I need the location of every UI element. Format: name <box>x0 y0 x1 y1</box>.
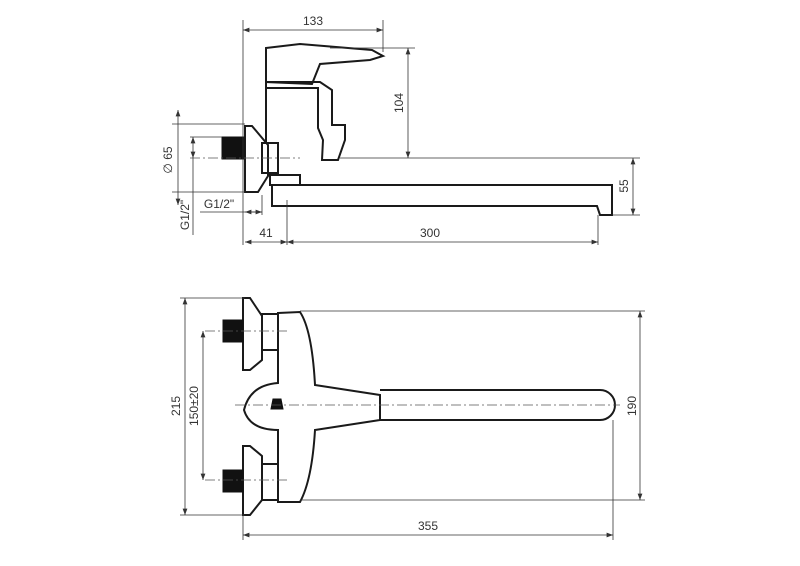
dim-133: 133 <box>303 14 323 28</box>
thread-inlet <box>221 136 245 160</box>
dim-104: 104 <box>392 93 406 113</box>
body-lower <box>265 82 301 185</box>
dim-diameter-65: ∅ 65 <box>161 146 175 173</box>
thread-lower <box>222 469 244 493</box>
dim-300: 300 <box>420 226 440 240</box>
dim-355: 355 <box>418 519 438 533</box>
lever-handle <box>265 42 386 86</box>
wall-flange <box>244 125 269 193</box>
dim-thread-vertical: G1/2" <box>178 200 192 230</box>
dim-190: 190 <box>625 396 639 416</box>
dim-55: 55 <box>617 179 631 193</box>
nut-lower <box>261 463 279 501</box>
top-flange-lower <box>242 445 263 516</box>
top-flange-upper <box>242 297 263 371</box>
mixer-body-top <box>242 310 381 503</box>
dim-150-20: 150±20 <box>187 386 201 426</box>
spout <box>271 184 613 216</box>
dim-thread-horizontal: G1/2" <box>204 197 234 211</box>
side-view: 133 104 55 41 300 ∅ 65 G1/2" G1/2" <box>161 14 640 245</box>
dim-41: 41 <box>259 226 273 240</box>
top-view: 215 150±20 190 355 <box>169 297 645 540</box>
brand-logo <box>270 398 284 410</box>
swivel-ring <box>269 174 301 186</box>
nut-upper <box>261 313 279 351</box>
dim-215: 215 <box>169 396 183 416</box>
mixer-body <box>265 81 346 161</box>
